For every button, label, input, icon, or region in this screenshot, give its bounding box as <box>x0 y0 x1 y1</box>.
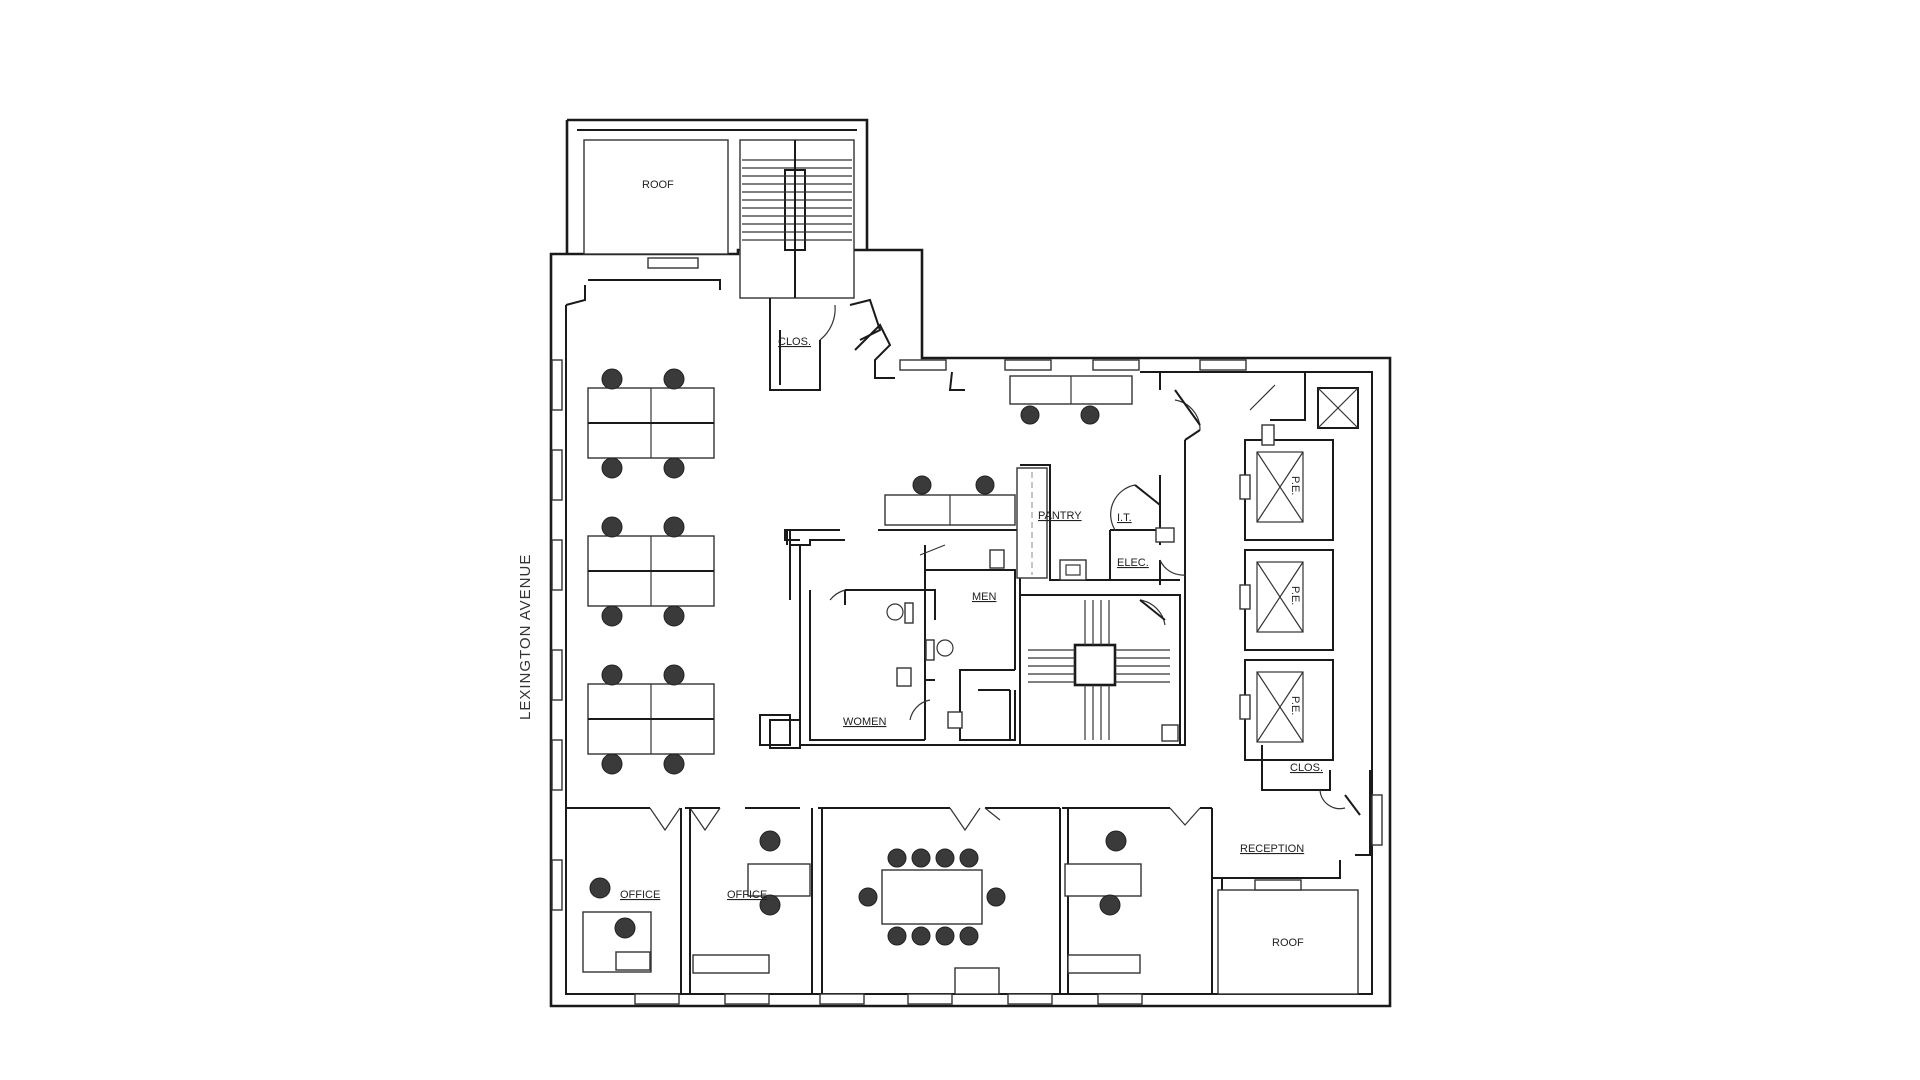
elec-label: ELEC. <box>1117 557 1149 569</box>
stair-core <box>1019 594 1181 746</box>
roof-label-bottom: ROOF <box>1272 937 1304 949</box>
pe-label-1: P.E. <box>1289 476 1301 495</box>
closet-top: CLOS. <box>769 298 895 391</box>
roof-label-top: ROOF <box>642 179 674 191</box>
room-labels: PANTRY I.T. ELEC. MEN WOMEN RECEPTION CL… <box>843 476 1323 855</box>
restrooms <box>769 530 1011 749</box>
offices-bottom: OFFICE OFFICE <box>566 807 1223 995</box>
right-closets <box>1211 371 1383 879</box>
windows-left <box>551 359 563 911</box>
office-2-label: OFFICE <box>727 889 767 901</box>
women-label: WOMEN <box>843 716 886 728</box>
desks-top <box>878 375 1133 531</box>
stair-top <box>739 139 855 299</box>
street-label: LEXINGTON AVENUE <box>517 554 534 720</box>
roof-area-bottom: ROOF <box>1217 879 1359 995</box>
office-1-label: OFFICE <box>620 889 660 901</box>
windows-bottom <box>634 993 1143 1005</box>
reception-label: RECEPTION <box>1240 843 1304 855</box>
closet-label-top: CLOS. <box>778 336 811 348</box>
it-label: I.T. <box>1117 512 1132 524</box>
roof-area-top: ROOF <box>583 139 729 255</box>
workstations-left <box>587 368 715 775</box>
pantry-label: PANTRY <box>1038 510 1082 522</box>
pe-shafts <box>1239 387 1359 761</box>
closet-label-right: CLOS. <box>1290 762 1323 774</box>
men-label: MEN <box>972 591 997 603</box>
pe-label-2: P.E. <box>1289 586 1301 605</box>
pe-label-3: P.E. <box>1289 696 1301 715</box>
interior-walls-misc <box>565 279 1201 746</box>
windows-top <box>647 257 1247 371</box>
